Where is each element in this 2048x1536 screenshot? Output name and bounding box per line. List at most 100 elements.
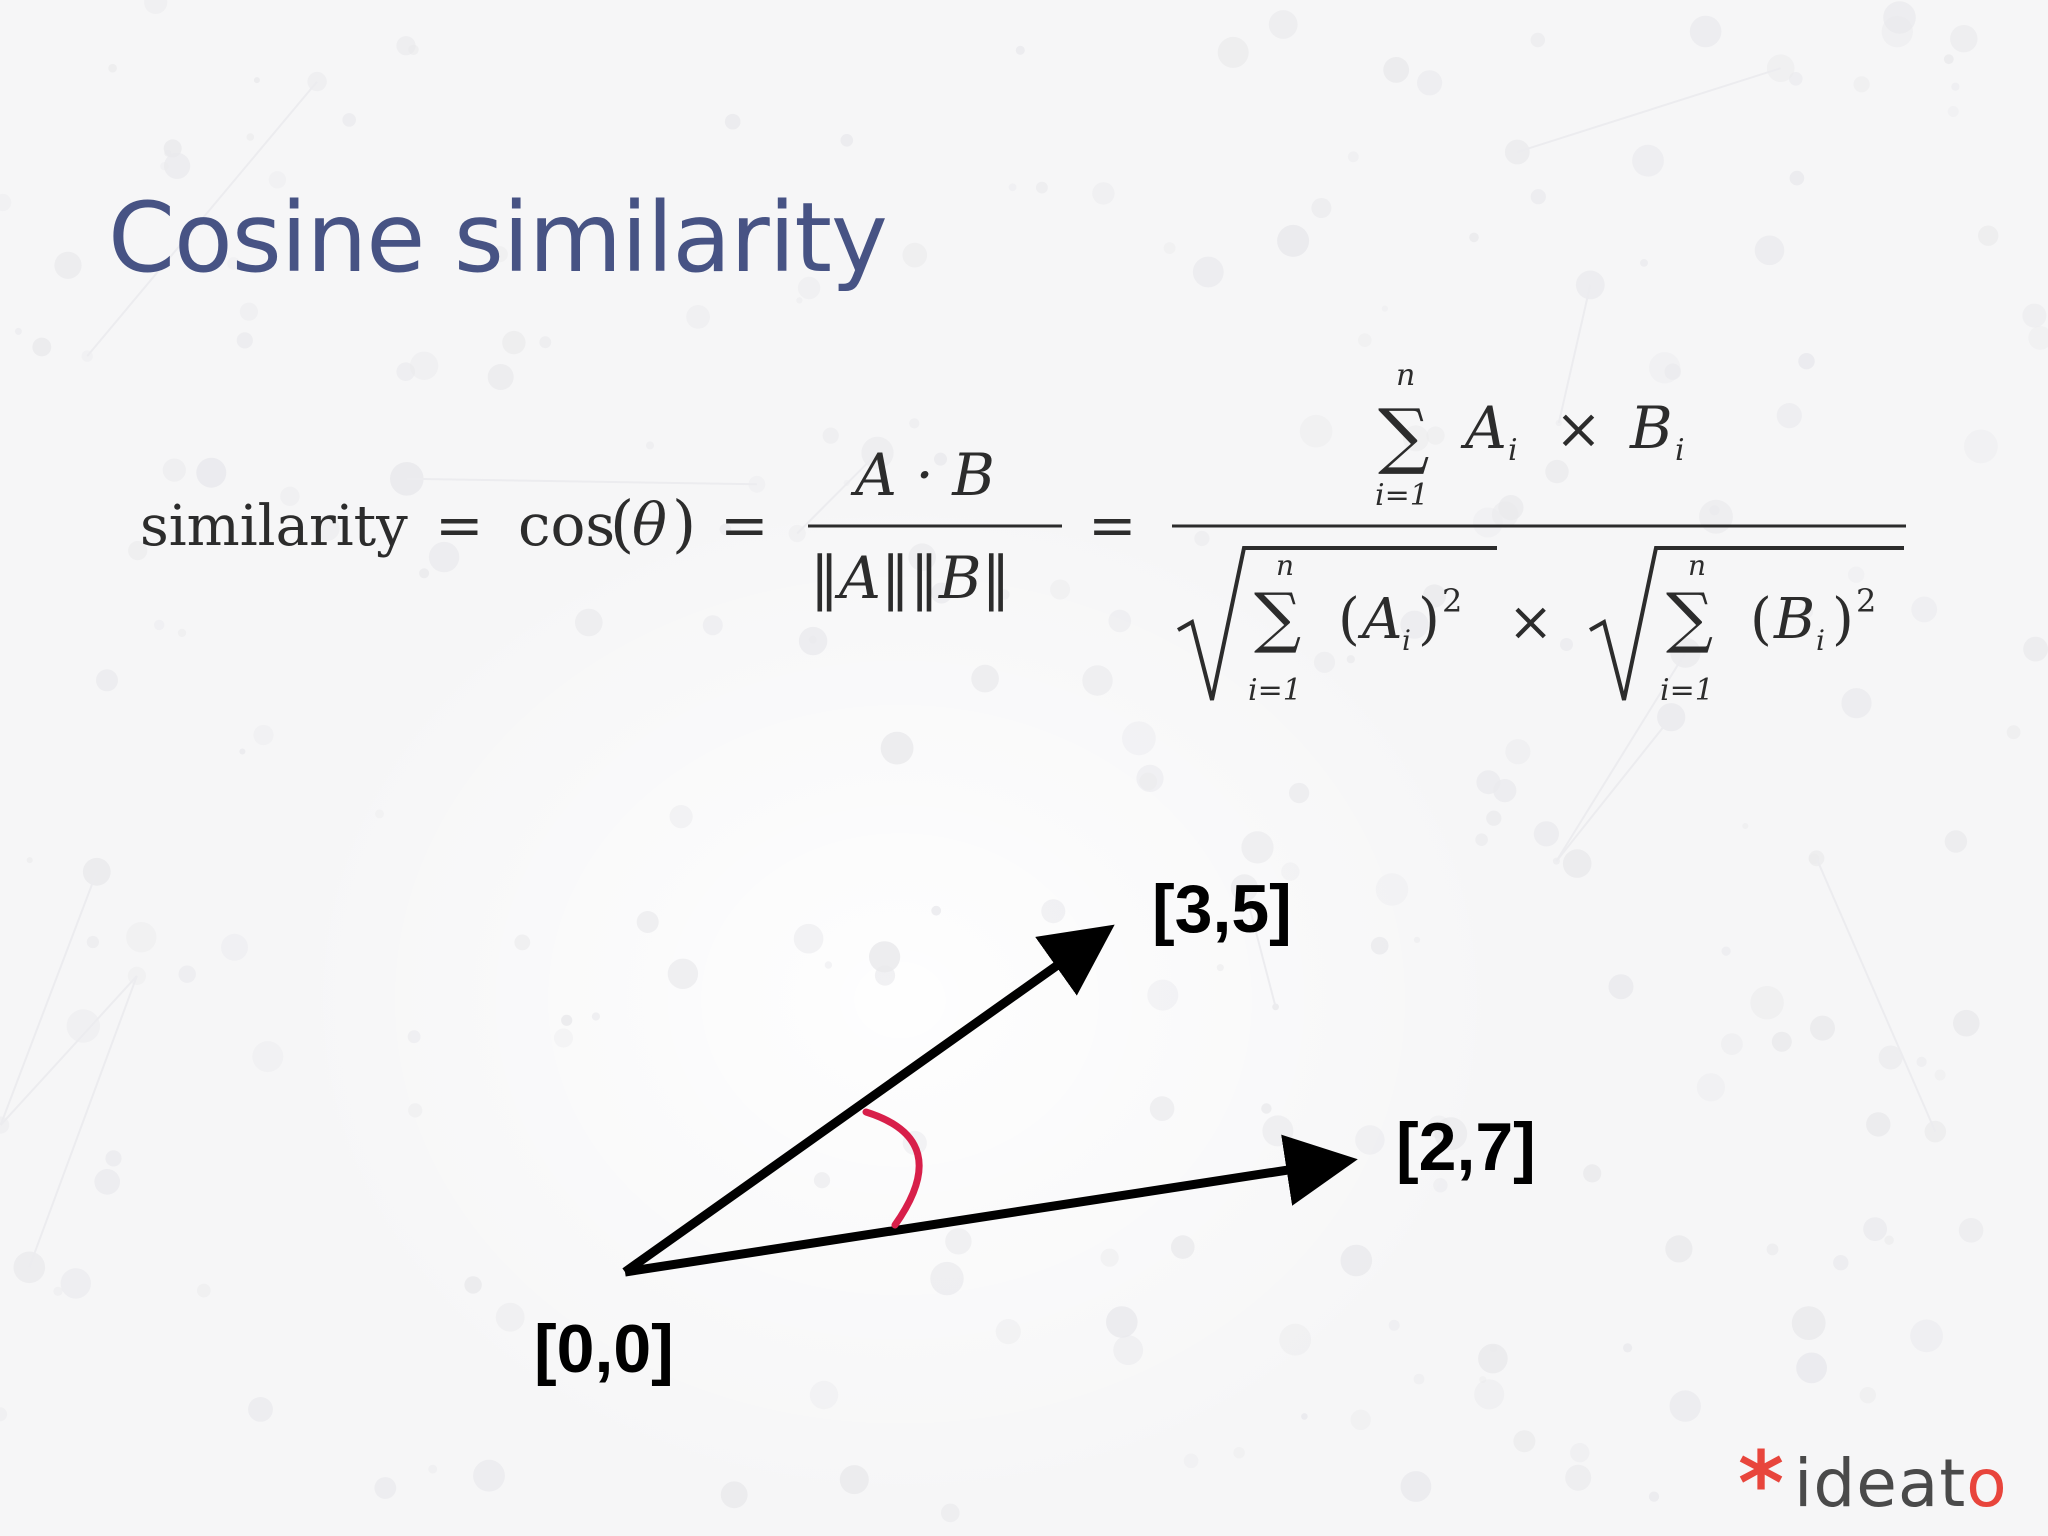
background-dot (86, 935, 99, 949)
background-dot (1216, 964, 1224, 972)
background-dot (1721, 946, 1731, 956)
background-dot (374, 1477, 397, 1499)
background-dot (514, 934, 531, 951)
background-dot (1696, 1073, 1725, 1102)
background-dot (1340, 1244, 1373, 1277)
background-dot (1570, 1443, 1590, 1463)
background-dot (1433, 1178, 1448, 1193)
background-dot (407, 1030, 421, 1044)
num-sub-a: i (1508, 433, 1518, 468)
background-dot (1413, 1373, 1425, 1385)
vector-b-arrow (624, 1134, 1358, 1277)
background-dot (1268, 10, 1298, 39)
background-dot (930, 1261, 964, 1296)
background-dot (1640, 259, 1648, 267)
background-dot (1944, 830, 1968, 853)
background-dot (1878, 1045, 1903, 1070)
background-dot (840, 134, 854, 147)
background-dot (1472, 507, 1503, 538)
background-dot (239, 748, 246, 755)
background-dot (1347, 151, 1359, 163)
background-dot (1192, 256, 1224, 288)
background-dot (1796, 1352, 1827, 1384)
background-dot (1863, 1217, 1887, 1241)
formula-paren-open: ( (610, 487, 634, 560)
background-dot (931, 905, 942, 916)
background-dot (1311, 198, 1332, 218)
background-dot (1665, 1235, 1693, 1263)
formula-equals-2: = (720, 491, 769, 559)
brand-text-main: ideat (1794, 1445, 1967, 1522)
sum-lower-num: i=1 (1375, 478, 1429, 513)
background-dot (248, 1397, 273, 1422)
angle-arc (862, 1108, 923, 1229)
background-dot (144, 0, 168, 14)
formula-equals-1: = (435, 491, 484, 559)
num-term-a: A (1460, 394, 1507, 462)
background-dot (636, 911, 659, 933)
background-dot (1092, 182, 1115, 205)
background-dot (1721, 1033, 1743, 1055)
background-dot (1810, 1015, 1835, 1041)
background-dot (1808, 853, 1820, 864)
num-times: × (1555, 397, 1602, 462)
background-dot (1530, 189, 1546, 205)
background-dot (408, 44, 419, 55)
background-dot (1486, 810, 1502, 826)
background-dot (1388, 1319, 1400, 1331)
background-dot (809, 1380, 839, 1410)
background-dot (1381, 305, 1388, 312)
formula-paren-close: ) (672, 487, 696, 560)
formula-cos: cos (518, 491, 615, 559)
background-dot (554, 1028, 573, 1048)
background-dot (1853, 76, 1870, 93)
background-dot (2006, 725, 2021, 740)
den-paren-close-a: ) (1418, 587, 1440, 652)
vector-a-arrow (622, 924, 1115, 1276)
background-dot (314, 515, 340, 541)
vector-b-label: [2,7] (1396, 1109, 1536, 1185)
background-dot (1669, 1390, 1701, 1422)
background-dot (1866, 1112, 1891, 1137)
background-dot (126, 922, 157, 953)
background-dot (1750, 986, 1784, 1020)
background-dot (1413, 936, 1421, 944)
background-dot (1427, 1115, 1451, 1139)
background-dot (1947, 106, 1959, 117)
background-dot (1881, 15, 1914, 48)
background-dot (1469, 232, 1479, 243)
background-dot (1910, 1319, 1943, 1353)
asterisk-logo-icon: * (1738, 1432, 1785, 1535)
background-dot (667, 958, 699, 989)
background-dot (1742, 823, 1749, 829)
background-dot (502, 330, 526, 355)
background-dot (646, 441, 654, 450)
background-dot (1664, 363, 1681, 380)
background-dot (822, 427, 839, 444)
background-dot (2023, 636, 2048, 662)
background-dot (1241, 831, 1274, 864)
background-dot (66, 1009, 101, 1043)
background-dot (1911, 596, 1938, 623)
background-dot (82, 857, 111, 886)
background-dot (793, 923, 824, 954)
num-sub-b: i (1675, 433, 1685, 468)
background-dot (971, 664, 999, 693)
background-dot (108, 63, 117, 73)
background-dot (1950, 25, 1978, 53)
background-dot (1233, 1447, 1245, 1459)
background-dot (941, 1503, 960, 1523)
background-dot (491, 246, 508, 263)
background-dot (164, 152, 191, 179)
background-dot (1771, 1031, 1792, 1052)
background-dot (1194, 530, 1210, 547)
background-dot (1689, 15, 1722, 48)
background-dot (1934, 1069, 1946, 1081)
background-dot (720, 1481, 748, 1509)
background-dot (1299, 414, 1333, 448)
background-dot (154, 619, 165, 631)
background-dot (1100, 1248, 1119, 1267)
background-dot (1163, 242, 1176, 255)
